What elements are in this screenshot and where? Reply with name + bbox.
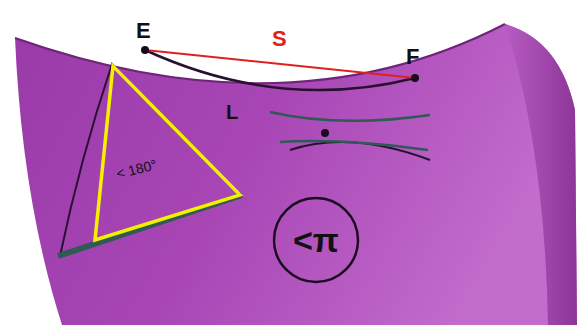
angle-sum-text: <π (293, 223, 339, 257)
point-label: E (136, 20, 151, 42)
angle-triangle: < 180° (90, 62, 245, 202)
straight-segment (145, 50, 415, 78)
surface-end (505, 24, 577, 325)
angle-text: < 180° (115, 157, 158, 181)
point-f (411, 74, 419, 82)
line-label: L (226, 102, 238, 122)
triangle-shape (95, 66, 240, 240)
line-l (270, 112, 430, 121)
geodesic-curve (145, 50, 415, 90)
point-e (141, 46, 149, 54)
parallel-line (290, 142, 430, 160)
circle-shape (274, 198, 358, 282)
angle-sum-circle: <π (272, 196, 360, 284)
surface-rim (15, 24, 505, 83)
parallel-line (280, 141, 428, 150)
point-p (321, 129, 329, 137)
segment-label: S (272, 28, 287, 50)
point-label: F (406, 46, 419, 68)
triangle-outline (90, 62, 245, 247)
surface-body (15, 24, 577, 325)
